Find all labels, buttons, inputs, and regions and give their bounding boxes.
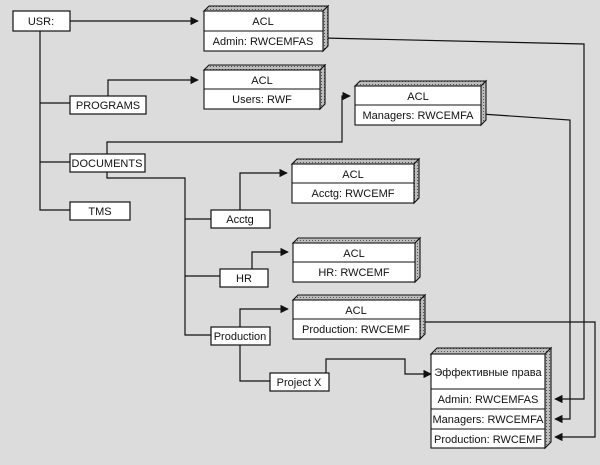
folder-hr-box — [219, 268, 269, 288]
edge-production-acl — [239, 304, 289, 327]
edge-usr-trunk — [39, 31, 70, 211]
folder-projectx-box — [269, 372, 330, 392]
acl-hr — [291, 236, 422, 284]
acl-admin-entry: Admin: RWCEMFAS — [213, 36, 314, 48]
edge-documents-children — [106, 172, 211, 336]
folder-acctg-box — [210, 209, 271, 229]
folder-documents: DOCUMENTS — [72, 158, 143, 170]
folder-production: Production — [214, 331, 267, 343]
edge-hr-acl — [251, 247, 289, 269]
edge-production-projectx — [239, 344, 270, 382]
folder-programs: PROGRAMS — [76, 100, 140, 112]
edge-production-effective — [420, 321, 596, 442]
edge-programs-acl — [107, 75, 199, 96]
edge-managers-effective — [480, 113, 571, 424]
edge-documents-acl — [106, 91, 351, 154]
folder-tms-box — [69, 201, 131, 221]
acl-users-title: ACL — [251, 75, 272, 87]
acl-production — [291, 293, 427, 341]
edge-projectx-effective — [325, 358, 432, 379]
effective-entry-production: Production: RWCEMF — [434, 434, 542, 446]
acl-users-entry: Users: RWF — [232, 94, 292, 106]
edge-acctg-acl — [239, 168, 288, 210]
folder-hr: HR — [236, 273, 252, 285]
folder-usr: USR: — [28, 16, 54, 28]
acl-acctg-title: ACL — [342, 169, 363, 181]
folder-production-box — [210, 326, 271, 346]
acl-production-title: ACL — [345, 305, 366, 317]
folder-documents-box — [69, 153, 146, 173]
effective-rights — [429, 346, 553, 450]
folder-usr-box — [12, 10, 71, 32]
folder-acctg: Acctg — [226, 214, 254, 226]
acl-production-entry: Production: RWCEMF — [302, 324, 410, 336]
acl-admin — [202, 4, 330, 53]
acl-hr-entry: HR: RWCEMF — [318, 267, 390, 279]
folder-programs-box — [69, 95, 147, 115]
acl-managers-entry: Managers: RWCEMFA — [362, 110, 474, 122]
effective-entry-managers: Managers: RWCEMFA — [432, 414, 544, 426]
acl-users — [202, 63, 327, 111]
connectors — [39, 16, 596, 442]
effective-title: Эффективные права — [434, 367, 542, 379]
acl-admin-title: ACL — [252, 16, 273, 28]
effective-entry-admin: Admin: RWCEMFAS — [438, 394, 539, 406]
acl-acctg — [290, 157, 421, 205]
acl-managers-title: ACL — [407, 91, 428, 103]
acl-managers — [353, 79, 488, 127]
acl-hr-title: ACL — [343, 248, 364, 260]
folder-projectx: Project X — [277, 377, 322, 389]
acl-acctg-entry: Acctg: RWCEMF — [312, 188, 395, 200]
folder-boxes — [12, 10, 330, 392]
folder-tms: TMS — [88, 206, 111, 218]
